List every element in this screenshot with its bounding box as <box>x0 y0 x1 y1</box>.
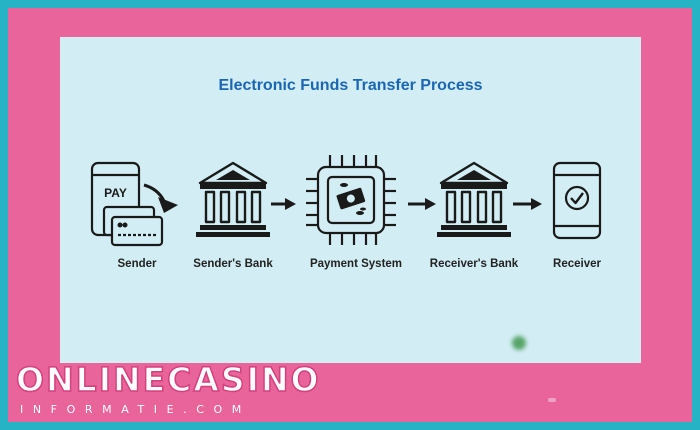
step-label-senders-bank: Sender's Bank <box>193 258 273 270</box>
corner-mark <box>548 398 556 402</box>
arrow-2 <box>271 198 296 210</box>
bank-icon <box>437 161 511 237</box>
phone-pay-text: PAY <box>104 186 127 200</box>
step-label-receivers-bank: Receiver's Bank <box>429 258 519 270</box>
arrow-4 <box>513 198 542 210</box>
watermark-subtitle: informatie.com <box>20 403 251 416</box>
blurred-logo <box>512 334 616 352</box>
step-label-payment-system: Payment System <box>309 258 403 270</box>
phone-pay-cards-icon: PAY <box>90 161 178 247</box>
chip-money-icon <box>306 155 396 245</box>
arrow-3 <box>408 198 436 210</box>
watermark-brand: onlinecasino <box>15 360 321 399</box>
step-label-sender: Sender <box>117 258 157 270</box>
diagram-card: Electronic Funds Transfer Process PAY <box>60 37 641 363</box>
diagram-title: Electronic Funds Transfer Process <box>218 77 483 94</box>
step-label-receiver: Receiver <box>553 258 601 270</box>
flow-diagram: PAY <box>90 155 602 247</box>
bank-icon <box>196 161 270 237</box>
phone-check-icon <box>552 161 602 240</box>
